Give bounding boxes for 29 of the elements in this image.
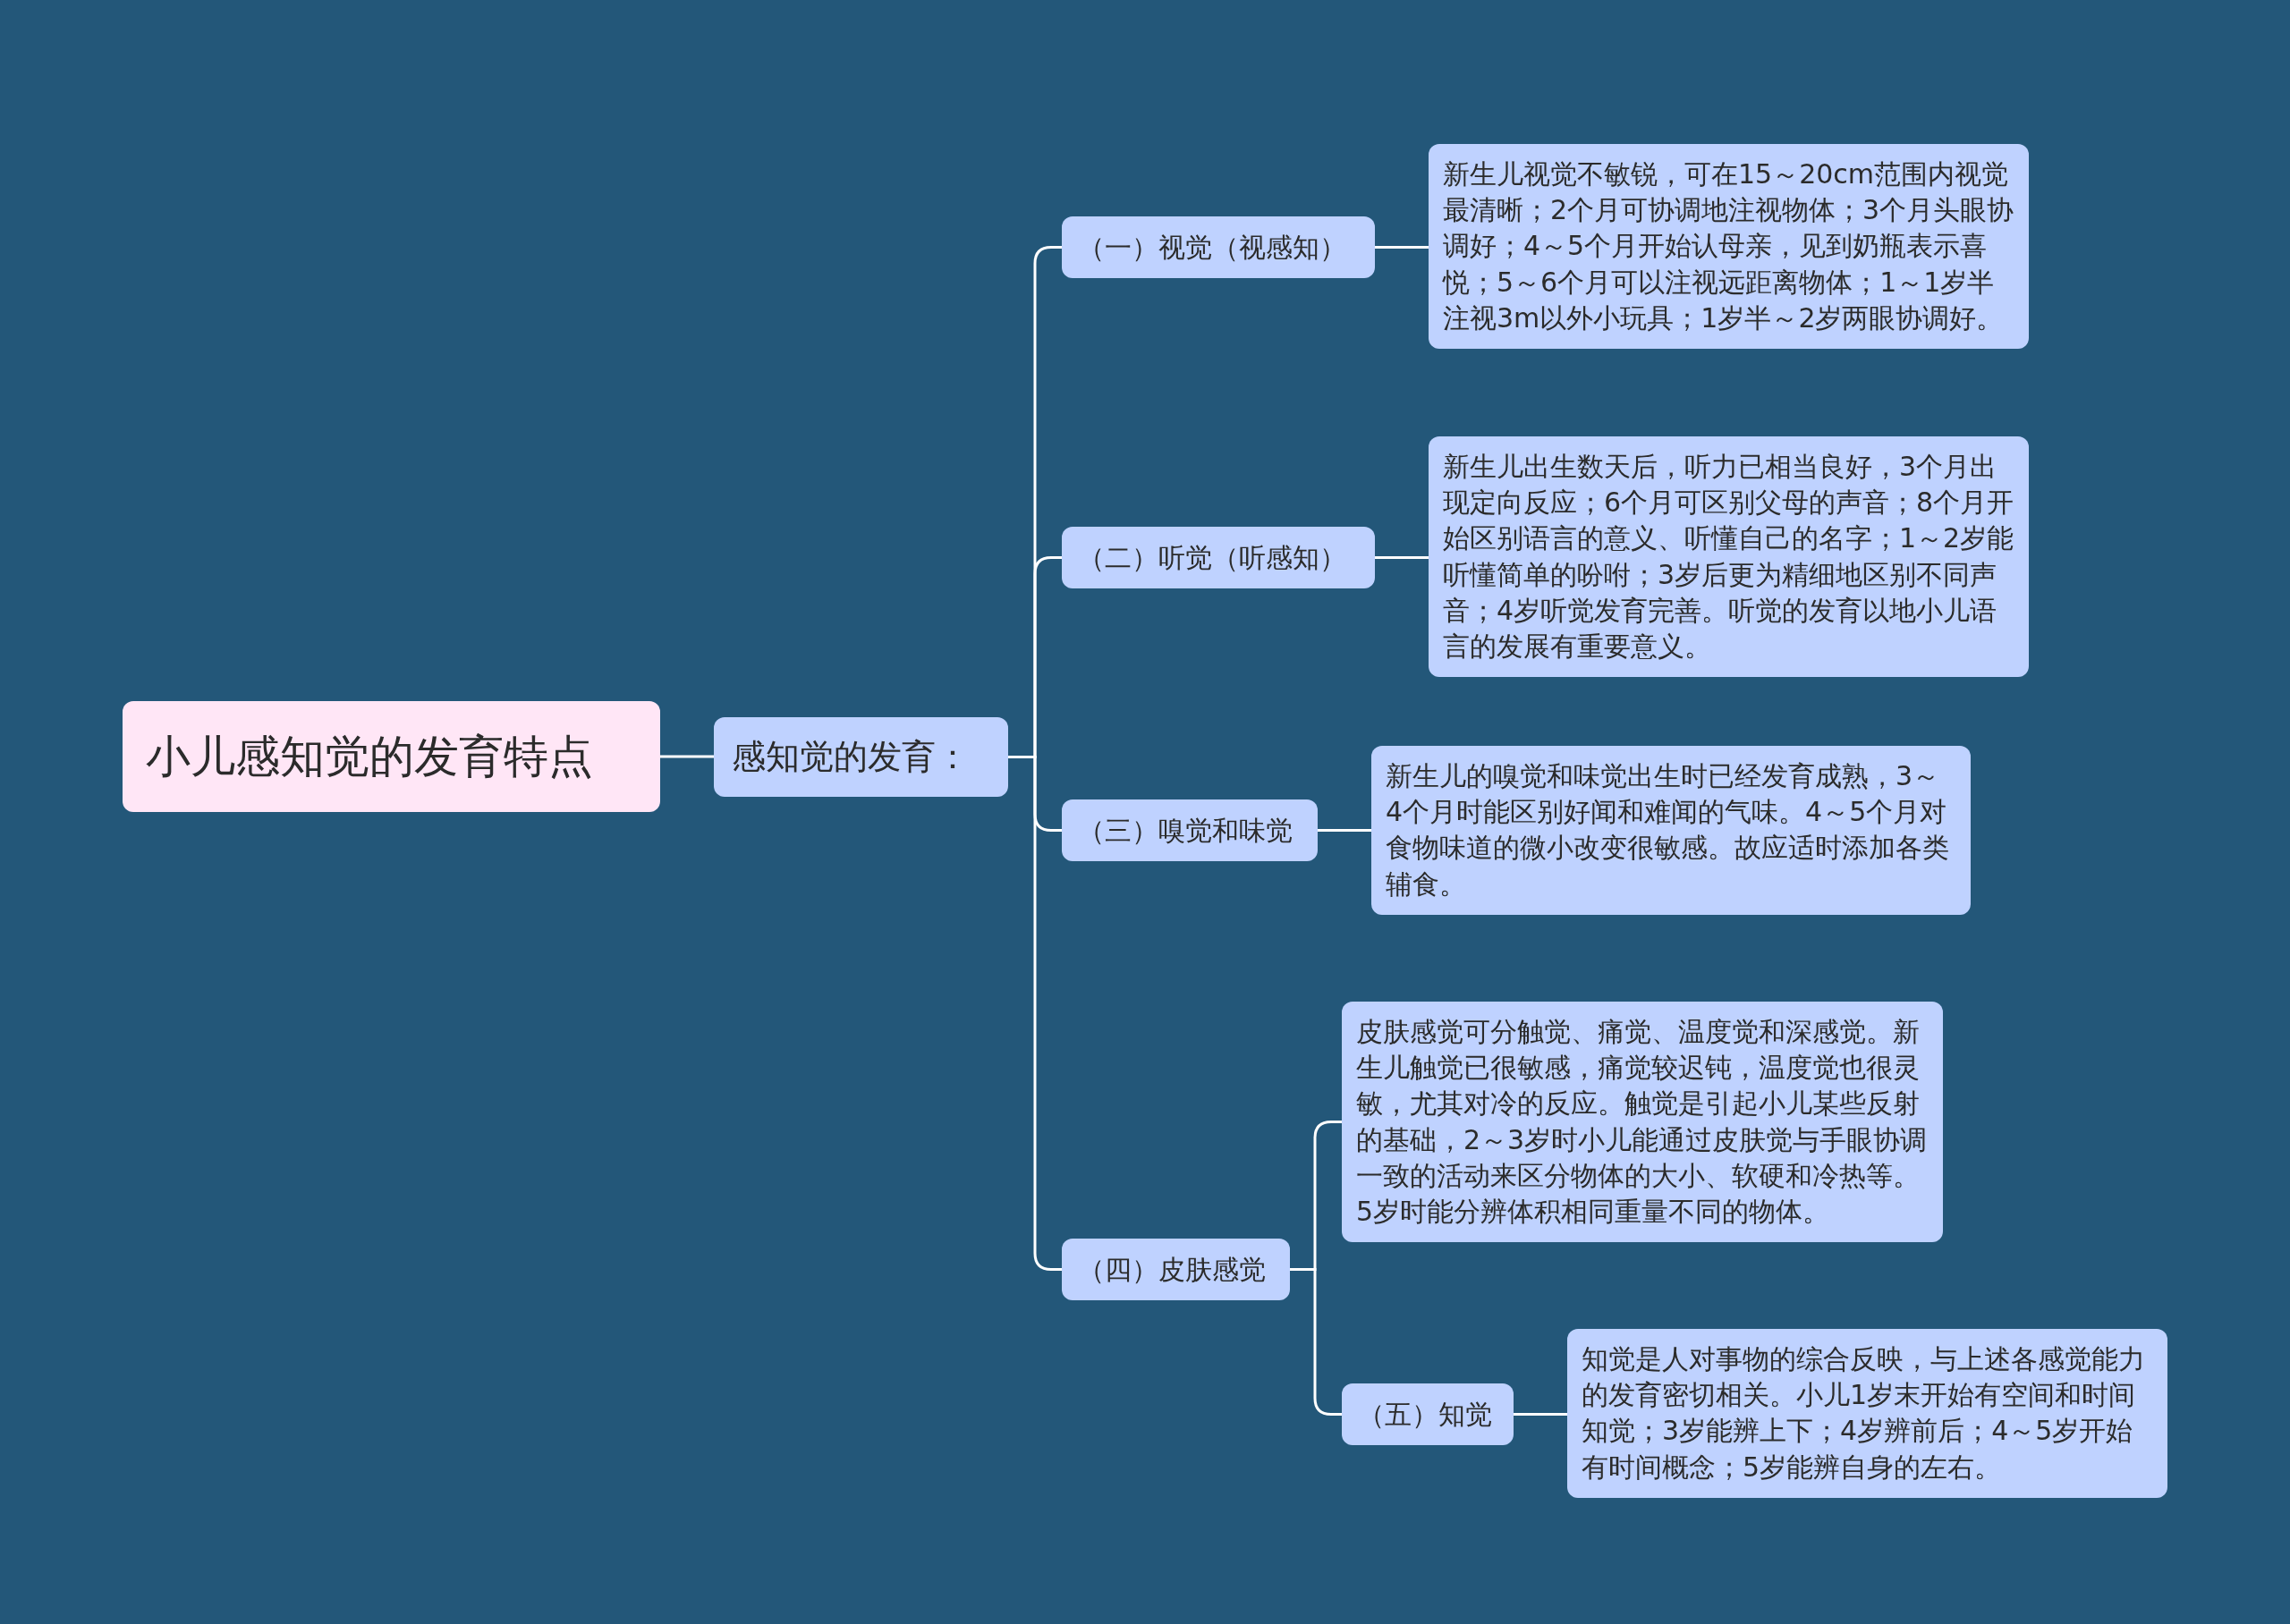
topic-label: （四）皮肤感觉	[1078, 1253, 1267, 1287]
subtopic-box	[1342, 1383, 1514, 1445]
note-text: 皮肤感觉可分触觉、痛觉、温度觉和深感觉。新生儿触觉已很敏感，痛觉较迟钝，温度觉也很灵敏，尤其对冷的反应。触觉是引起小儿某些反射的基础，2～3岁时小儿能通过皮肤觉与手眼协调一致的活动来区分物体的大小、软硬和冷热等。5岁时能分辨体积相同重量不同的物体。	[1356, 1015, 1929, 1229]
subtopic-box	[1062, 799, 1318, 861]
topic-label: （五）知觉	[1358, 1398, 1493, 1432]
note-box	[1429, 436, 2029, 678]
note-box	[1342, 1002, 1943, 1243]
note-text: 新生儿出生数天后，听力已相当良好，3个月出现定向反应；6个月可区别父母的声音；8个月开始区别语言的意义、听懂自己的名字；1～2岁能听懂简单的吩咐；3岁后更为精细地区别不同声音；4岁听觉发育完善。听觉的发育以地小儿语言的发展有重要意义。	[1443, 450, 2014, 664]
connector-line	[1318, 829, 1371, 832]
note-box	[1567, 1329, 2167, 1498]
note-text: 新生儿的嗅觉和味觉出生时已经发育成熟，3～4个月时能区别好闻和难闻的气味。4～5个月对食物味道的微小改变很敏感。故应适时添加各类辅食。	[1386, 759, 1950, 901]
topic-label: （一）视觉（视感知）	[1078, 231, 1347, 265]
topic-label: （二）听觉（听感知）	[1078, 541, 1347, 575]
connector-line	[660, 755, 714, 758]
note-text: 新生儿视觉不敏锐，可在15～20cm范围内视觉最清晰；2个月可协调地注视物体；3个月头眼协调好；4～5个月开始认母亲，见到奶瓶表示喜悦；5～6个月可以注视远距离物体；1～1岁半注视3m以外小玩具；1岁半～2岁两眼协调好。	[1443, 157, 2014, 335]
connector-line	[1375, 556, 1429, 559]
connector-line	[1514, 1413, 1567, 1416]
topic-label: （三）嗅觉和味觉	[1078, 814, 1293, 848]
note-box	[1371, 746, 1971, 915]
note-box	[1429, 144, 2029, 349]
root-topic-box	[123, 701, 660, 812]
subtopic-box	[1062, 1239, 1290, 1300]
topic-label: 感知觉的发育：	[732, 736, 971, 778]
note-text: 知觉是人对事物的综合反映，与上述各感觉能力的发育密切相关。小儿1岁末开始有空间和时间知觉；3岁能辨上下；4岁辨前后；4～5岁开始有时间概念；5岁能辨自身的左右。	[1582, 1342, 2146, 1484]
topic-box	[714, 717, 1008, 797]
topic-label: 小儿感知觉的发育特点	[146, 730, 594, 784]
subtopic-box	[1062, 216, 1375, 278]
connector-line	[1375, 246, 1429, 249]
subtopic-box	[1062, 527, 1375, 588]
